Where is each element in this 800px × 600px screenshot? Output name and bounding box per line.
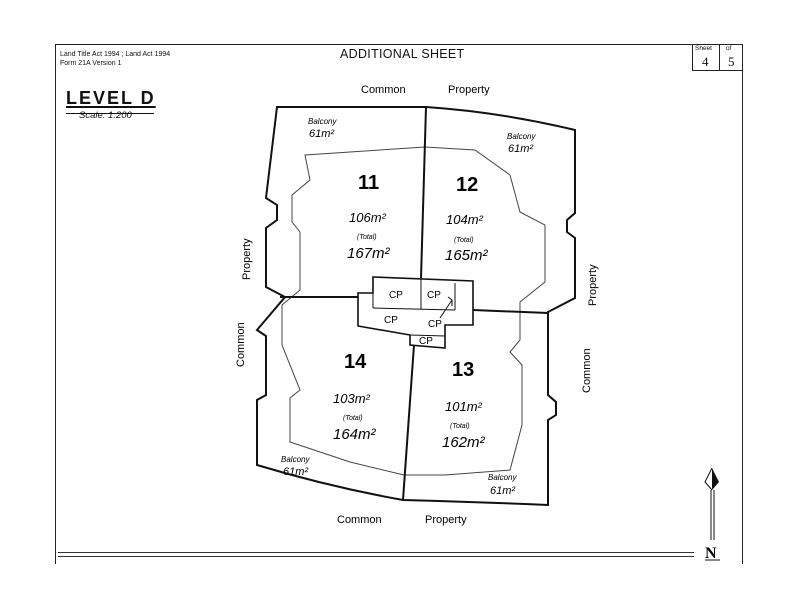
lot-14-number: 14 [344,351,367,373]
bottom-property-label: Property [425,514,467,526]
bottom-rule [58,552,694,557]
cp-label-5: CP [419,336,433,347]
lot-12-balcony-label: Balcony [507,132,536,141]
outer-boundary [255,106,576,507]
lot-13-balcony-area: 61m² [490,485,515,497]
sheet-number-box: Sheet of 4 5 [692,44,743,71]
lot-12-number: 12 [456,174,478,196]
sheet-box-divider [719,44,720,70]
lot-12-area: 104m² [446,212,484,227]
lot-11-number: 11 [358,172,379,194]
lot-divider-vertical-top [420,106,427,279]
top-property-label: Property [448,84,490,96]
lot-12-balcony-area: 61m² [508,143,533,155]
lot-14-area: 103m² [333,391,371,406]
right-common-label: Common [581,348,593,393]
lot-13-number: 13 [452,359,474,381]
sheet-total: 5 [728,54,735,69]
act-line-1: Land Title Act 1994 ; Land Act 1994 [60,51,171,58]
north-arrow [704,467,720,561]
top-common-label: Common [361,84,406,96]
lot-11-total-label: (Total) [357,234,377,241]
sheet-label: Sheet [695,45,712,52]
stair-arrow [439,296,453,319]
cp-internal-line-2 [372,307,456,311]
lot-divider-vertical-bottom [402,344,415,501]
north-label: N [705,545,717,562]
lot-13-total: 162m² [442,434,486,451]
cp-label-2: CP [427,290,441,301]
lot-11-total: 167m² [347,245,391,262]
cp-label-1: CP [389,290,403,301]
left-common-label: Common [235,322,247,367]
lot-11-area: 106m² [349,210,387,225]
lot-11-balcony-label: Balcony [308,117,337,126]
common-property-core [357,276,474,349]
lot-14-total-label: (Total) [343,415,363,422]
lot-12-total: 165m² [445,247,489,264]
level-title: LEVEL D [66,88,156,114]
lot-14-balcony-label: Balcony [281,455,310,464]
sheet-title: ADDITIONAL SHEET [340,47,465,61]
cp-label-3: CP [384,315,398,326]
scale-label: Scale: 1:200 [79,110,132,121]
sheet-number: 4 [702,54,709,69]
inner-boundary [281,146,546,476]
north-arrow-head-icon [712,468,719,490]
sheet-border [55,44,743,564]
act-line-2: Form 21A Version 1 [60,60,122,67]
lot-11-balcony-area: 61m² [309,128,334,140]
cp-internal-line-5 [409,334,446,337]
cp-label-4: CP [428,319,442,330]
lot-14-total: 164m² [333,426,377,443]
bottom-common-label: Common [337,514,382,526]
lot-13-total-label: (Total) [450,423,470,430]
lot-12-total-label: (Total) [454,237,474,244]
left-property-label: Property [241,238,253,280]
lot-13-area: 101m² [445,399,483,414]
right-property-label: Property [587,264,599,306]
lot-13-balcony-label: Balcony [488,473,517,482]
legislation-reference: Land Title Act 1994 ; Land Act 1994 Form… [60,50,170,68]
lot-14-balcony-area: 61m² [283,466,308,478]
lot-divider-horizontal-right [472,309,549,314]
of-label: of [726,45,732,52]
